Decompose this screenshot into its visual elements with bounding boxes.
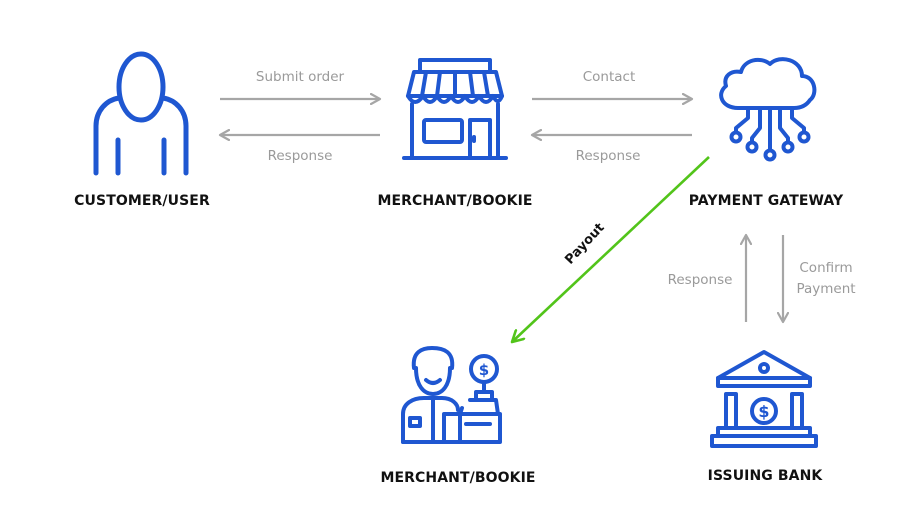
payment-gateway-label: PAYMENT GATEWAY xyxy=(688,193,844,209)
merchant-bottom-label: MERCHANT/BOOKIE xyxy=(380,470,536,486)
response-merchant-label: Response xyxy=(575,148,641,164)
cashier-icon xyxy=(401,346,502,444)
user-icon xyxy=(93,51,189,176)
confirm-payment-label: Confirm Payment xyxy=(796,258,855,300)
storefront-icon xyxy=(402,58,508,160)
contact-label: Contact xyxy=(582,69,636,85)
customer-label: CUSTOMER/USER xyxy=(74,193,210,209)
response-bank-label: Response xyxy=(667,272,733,288)
bank-icon xyxy=(710,350,818,448)
bank-dollar-glyph: $ xyxy=(758,402,769,421)
confirm-payment-line1: Confirm xyxy=(799,260,853,276)
merchant-top-label: MERCHANT/BOOKIE xyxy=(377,193,533,209)
submit-order-label: Submit order xyxy=(255,69,345,85)
response-customer-label: Response xyxy=(267,148,333,164)
issuing-bank-label: ISSUING BANK xyxy=(707,468,823,484)
coin-dollar-glyph: $ xyxy=(479,361,489,379)
cloud-network-icon xyxy=(719,57,817,162)
confirm-payment-line2: Payment xyxy=(796,281,856,297)
arrow-payout xyxy=(512,156,710,342)
